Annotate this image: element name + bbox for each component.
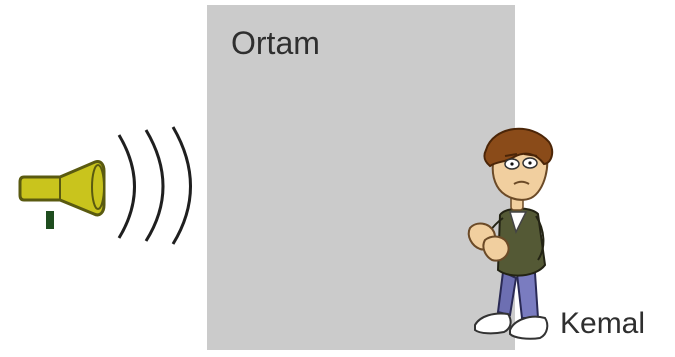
- left-pupil: [510, 162, 513, 165]
- person-label: Kemal: [560, 309, 645, 339]
- left-leg: [498, 272, 516, 315]
- right-shoe: [510, 317, 547, 339]
- sound-wave-1: [119, 135, 135, 238]
- sound-wave-3: [173, 127, 191, 244]
- boy-character-icon: [469, 129, 552, 339]
- right-hand: [483, 237, 508, 261]
- sound-waves-icon: [119, 127, 191, 244]
- speaker-stand: [46, 211, 54, 229]
- speaker-rim: [92, 165, 104, 209]
- sound-wave-2: [146, 130, 163, 241]
- right-leg: [517, 273, 538, 318]
- left-shoe: [475, 313, 511, 333]
- speaker-icon: [20, 162, 104, 229]
- right-pupil: [528, 161, 531, 164]
